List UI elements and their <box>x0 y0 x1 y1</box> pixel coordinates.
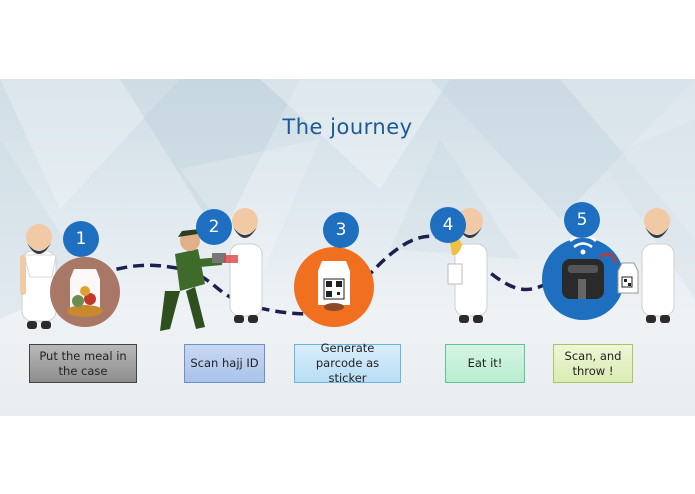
pilgrim-figure-2 <box>224 208 263 323</box>
step-number-2: 2 <box>196 209 232 245</box>
step-label-5: Scan, and throw ! <box>553 344 633 383</box>
step-number-5: 5 <box>564 202 600 238</box>
step-number-1: 1 <box>63 221 99 257</box>
scanner-bin-circle <box>542 234 624 320</box>
step-number-3: 3 <box>323 212 359 248</box>
pilgrim-figure-1 <box>20 224 57 329</box>
step-label-4: Eat it! <box>445 344 525 383</box>
step-number-4: 4 <box>430 207 466 243</box>
step-label-1: Put the meal in the case <box>29 344 137 383</box>
trash-bag <box>617 262 639 294</box>
page-title: The journey <box>282 115 413 139</box>
step-label-3: Generate parcode as sticker <box>294 341 401 385</box>
journey-illustration <box>20 208 675 331</box>
pilgrim-figure-5 <box>641 208 675 323</box>
sticker-circle <box>294 247 374 327</box>
slide: The journey <box>0 79 695 416</box>
meal-circle <box>50 257 120 327</box>
scanner-man-figure <box>160 229 226 331</box>
step-label-2: Scan hajj ID <box>184 344 265 383</box>
